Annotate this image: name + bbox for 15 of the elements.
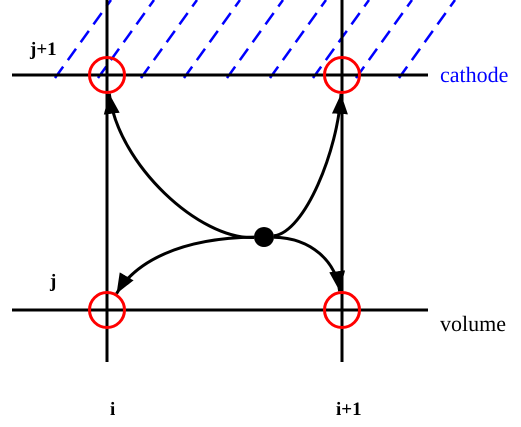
region-label: volume xyxy=(440,313,506,335)
curved-arrow xyxy=(273,94,348,238)
grid-index-label: i+1 xyxy=(336,400,362,419)
grid-node-circle xyxy=(88,291,126,329)
region-label: cathode xyxy=(440,64,508,86)
grid-node-circle xyxy=(323,291,361,329)
curved-arrow xyxy=(115,236,254,294)
grid-node-circle xyxy=(88,56,126,94)
grid-index-label: j xyxy=(50,272,56,291)
curved-arrow xyxy=(274,236,344,292)
grid-index-label: i xyxy=(110,400,116,419)
grid-index-label: j+1 xyxy=(30,40,57,59)
particle-dot xyxy=(254,227,274,247)
grid-node-circle xyxy=(323,56,361,94)
curved-arrow xyxy=(105,94,254,239)
